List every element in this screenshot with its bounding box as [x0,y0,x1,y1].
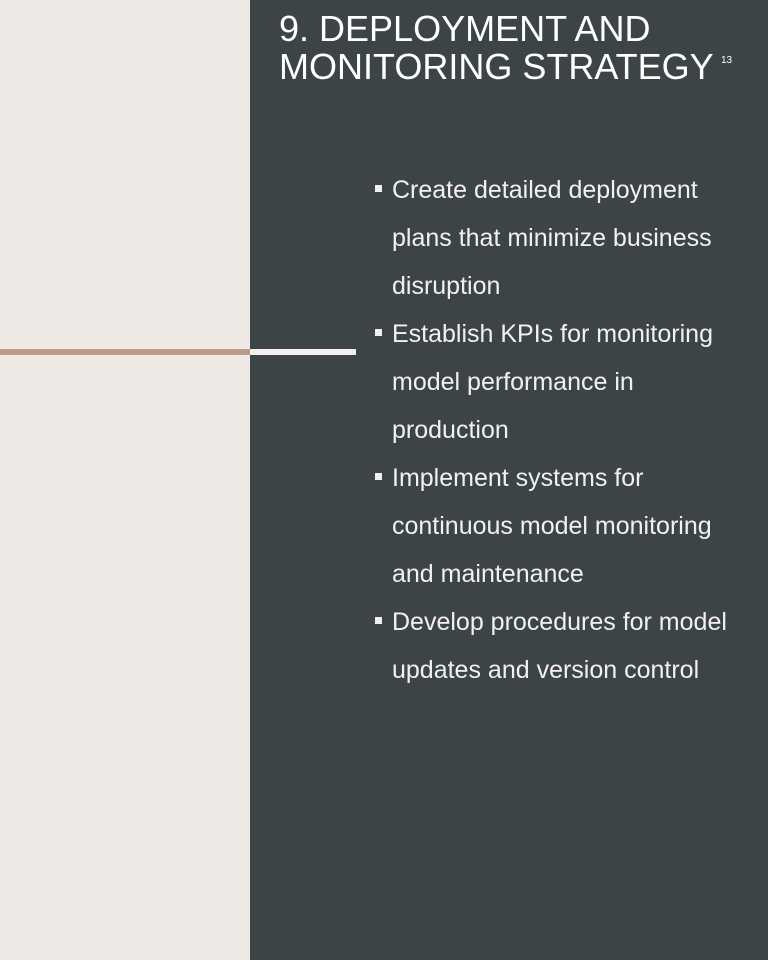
bullet-text: Implement systems for continuous model m… [392,464,712,588]
bullet-item: Establish KPIs for monitoring model perf… [375,310,745,454]
square-bullet-icon [375,473,382,480]
slide-title: 9. DEPLOYMENT AND MONITORING STRATEGY [279,8,714,87]
bullet-text: Establish KPIs for monitoring model perf… [392,320,713,444]
white-divider-line [250,349,356,355]
bullet-item: Implement systems for continuous model m… [375,454,745,598]
slide-number: 13 [721,55,733,66]
accent-divider-line [0,349,250,355]
bullet-item: Develop procedures for model updates and… [375,598,745,694]
square-bullet-icon [375,329,382,336]
bullet-text: Create detailed deployment plans that mi… [392,176,712,300]
bullet-item: Create detailed deployment plans that mi… [375,166,745,310]
content-background-panel [250,0,768,960]
bullet-text: Develop procedures for model updates and… [392,608,727,684]
square-bullet-icon [375,185,382,192]
left-background-panel [0,0,250,960]
bullet-list: Create detailed deployment plans that mi… [375,166,745,694]
square-bullet-icon [375,617,382,624]
